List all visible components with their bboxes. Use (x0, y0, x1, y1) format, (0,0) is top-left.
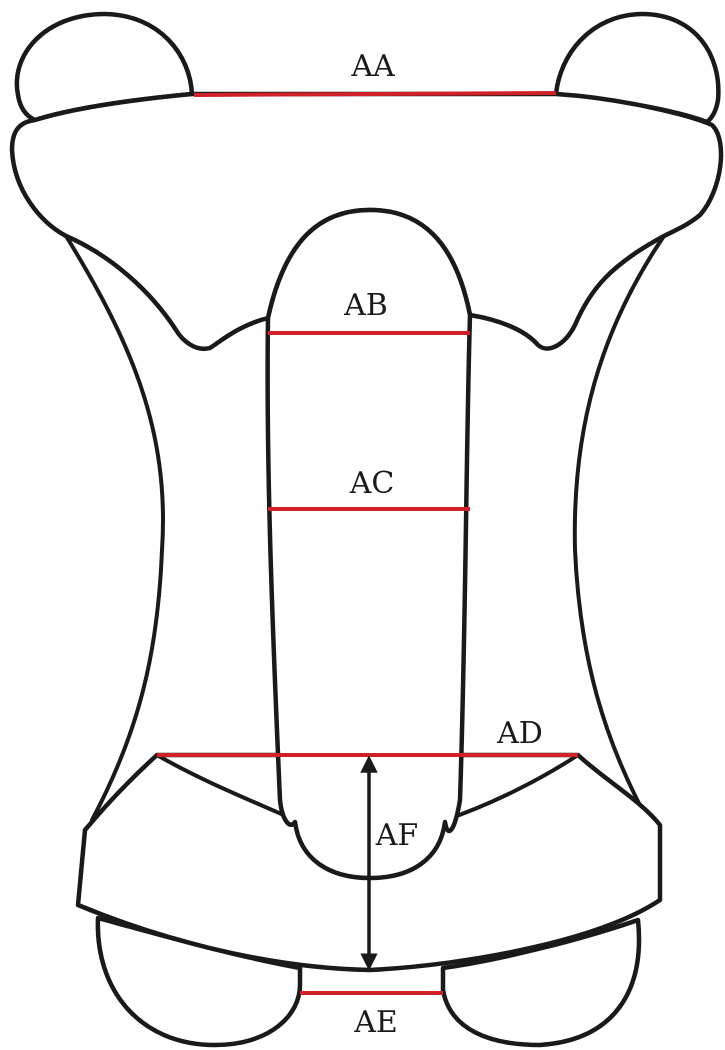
label-ad: AD (496, 716, 543, 751)
label-ab: AB (343, 288, 388, 323)
label-ae: AE (353, 1005, 398, 1040)
measurement-line-aa (194, 93, 556, 95)
label-ac: AC (349, 466, 395, 501)
left-shaft-edge (66, 236, 163, 820)
label-aa: AA (350, 49, 395, 84)
label-af: AF (375, 818, 418, 853)
right-shaft-edge (575, 236, 664, 815)
